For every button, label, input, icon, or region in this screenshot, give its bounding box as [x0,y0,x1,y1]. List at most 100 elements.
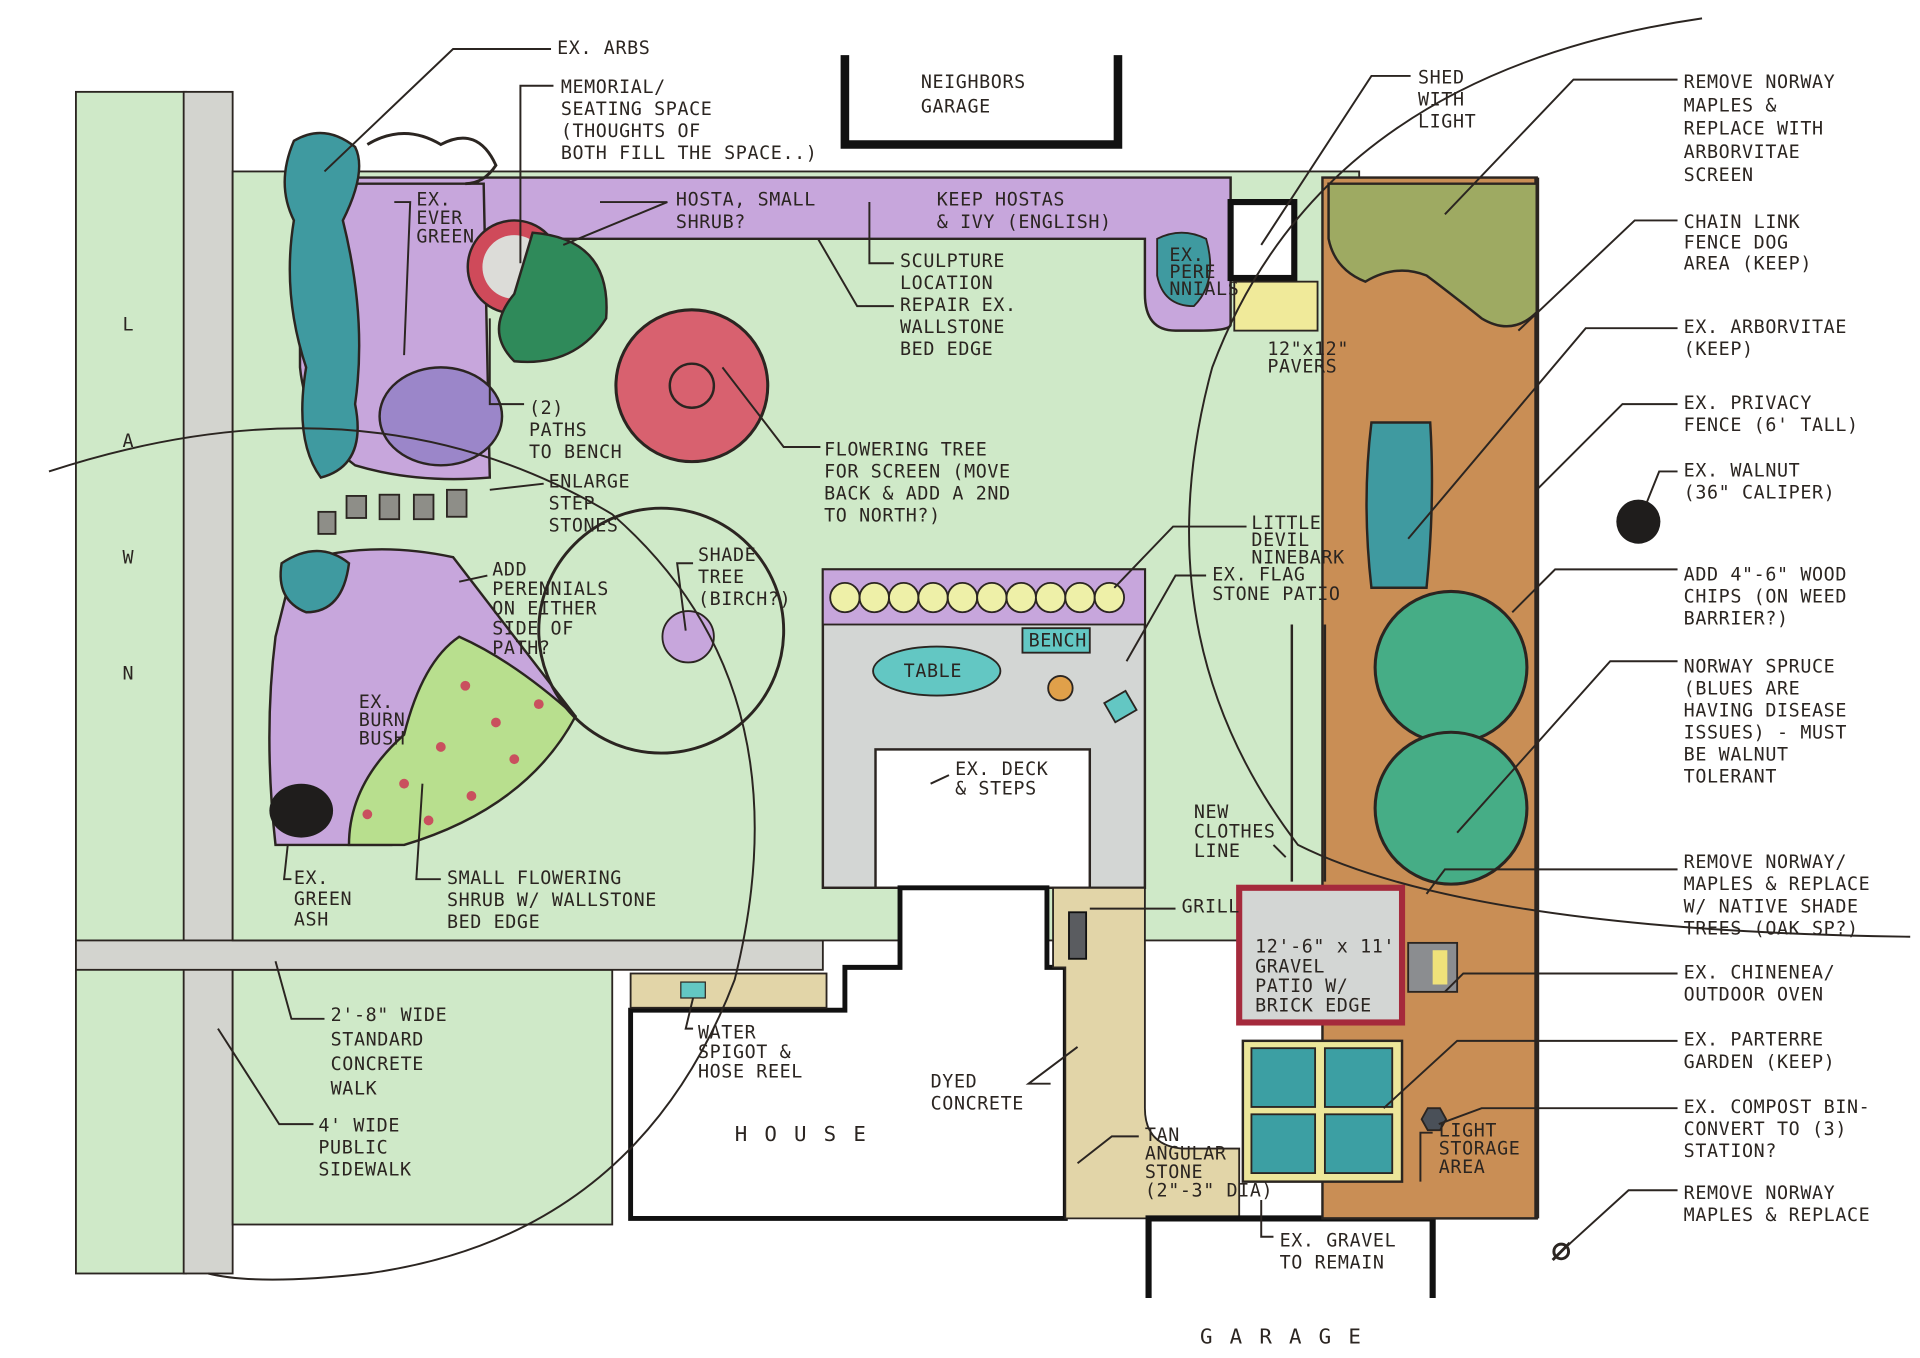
tan-stone-strip [629,972,828,1009]
neighbors-garage [840,55,1123,149]
label-line: SHRUB W/ WALLSTONE [447,890,657,911]
label-line: CHIPS (ON WEED [1684,586,1847,607]
ninebark-shrub [946,581,979,614]
label-line: ANGULAR [1145,1144,1227,1165]
spruce-2 [1373,730,1529,886]
flowering-tree [614,308,770,464]
compost-bin-icon [1420,1107,1448,1132]
dyed-concrete [1052,886,1241,1220]
label-line: MAPLES & REPLACE [1684,1205,1871,1226]
leader-line-parterre [1383,1039,1678,1109]
label-line: BACK & ADD A 2ND [824,484,1011,505]
label-line: 2'-8" WIDE [331,1005,448,1026]
label-line: NNIALS [1169,279,1239,300]
label-line: STONE [1145,1162,1203,1183]
label-line: PERENNIALS [492,579,609,600]
label-line: TO REMAIN [1280,1253,1385,1274]
parterre-beds [1250,1047,1394,1174]
leader-line-remove-maples-native [1425,868,1678,895]
label-line: ENLARGE [549,471,631,492]
label-line: W [122,547,134,568]
label-line: EX. [359,692,394,713]
property-line-east [1534,177,1540,1219]
leader-line-wood-chips [1511,568,1678,613]
bench-icon [1021,627,1091,654]
green-ash-icon [269,783,334,838]
gravel-patio [1236,884,1406,1026]
leader-line-memorial-seating [519,84,554,264]
leader-line-walnut [1646,470,1678,503]
label-line: STORAGE [1439,1139,1521,1160]
ex-perennials-bed [1156,231,1212,308]
shade-tree-canopy [537,506,786,755]
lawn-strip [75,90,188,1275]
label-line: EX. [294,868,329,889]
leader-line-enlarge-step-stones [489,482,544,491]
label-line: LIGHT [1439,1120,1497,1141]
label-ex-arborvitae: EX. ARBORVITAE(KEEP) [1684,317,1847,360]
label-line: EX. PARTERRE [1684,1030,1824,1051]
label-line: MAPLES & [1684,95,1777,116]
label-walnut: EX. WALNUT(36" CALIPER) [1684,460,1836,503]
leader-line-chain-link [1517,219,1678,332]
label-line: REMOVE NORWAY [1684,1183,1836,1204]
table-icon [872,645,1002,697]
label-line: REMOVE NORWAY [1684,72,1836,93]
label-line: HOSTA, SMALL [676,190,816,211]
label-line: ISSUES) - MUST [1684,722,1847,743]
label-line: EX. [416,190,451,211]
label-line: GREEN [416,226,474,247]
label-line: GRILL [1182,896,1240,917]
label-line: 12"x12" [1267,339,1349,360]
label-line: BARRIER?) [1684,609,1789,630]
teal-shrub-sw [279,549,351,614]
label-line: HAVING DISEASE [1684,700,1847,721]
label-line: NEIGHBORS [921,72,1026,93]
leader-line-remove-maples-arborvitae [1444,78,1678,215]
label-house: HOUSE [735,1122,883,1146]
label-line: TREE [698,567,745,588]
label-line: EVER [416,208,463,229]
arbs-hedge [283,131,361,479]
label-line: & STEPS [955,779,1037,800]
leader-line-ex-arborvitae [1407,327,1678,540]
leader-line-tan-stone [1076,1135,1139,1165]
label-line: WALK [331,1079,378,1100]
label-chiminea: EX. CHINENEA/OUTDOOR OVEN [1684,962,1836,1005]
label-line: SIDE OF [492,618,574,639]
leader-line-deck-steps [930,774,950,785]
leader-line-repair-wallstone [817,238,894,308]
label-line: AREA [1439,1157,1486,1178]
label-line: SCREEN [1684,165,1754,186]
label-line: LITTLE [1251,513,1321,534]
leader-line-hosta-shrub [562,201,668,246]
label-line: BED EDGE [900,339,993,360]
label-line: SEATING SPACE [561,99,713,120]
leader-line-remove-maples-replace [1560,1189,1678,1253]
label-line: NORWAY SPRUCE [1684,656,1836,677]
label-line: WATER [698,1022,757,1043]
label-line: CONVERT TO (3) [1684,1119,1847,1140]
leader-line-public-sidewalk [217,1028,314,1126]
front-lawn [231,968,614,1226]
leader-line-light-storage [1419,1131,1433,1182]
leader-line-compost [1438,1107,1678,1126]
leader-line-concrete-walk [274,960,325,1020]
